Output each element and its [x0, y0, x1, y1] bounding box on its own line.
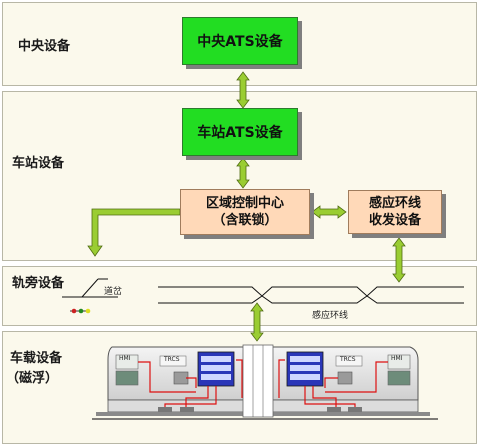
- left-unit-label: TRCS: [164, 356, 180, 363]
- zone-turnout-link-arrow: [87, 208, 181, 257]
- zone-control-label: 区域控制中心: [205, 196, 284, 211]
- zone-control-center-box[interactable]: 区域控制中心 （含联锁）: [180, 189, 310, 235]
- central-section-label: 中央设备: [18, 39, 71, 54]
- turnout-label: 道岔: [104, 287, 123, 297]
- turnout-symbol: [62, 278, 118, 298]
- loop-transceiver-box[interactable]: 感应环线 收发设备: [348, 190, 442, 234]
- loop-transceiver-label: 感应环线: [368, 196, 421, 211]
- left-cab-label: HMI: [119, 355, 131, 362]
- central-station-link-arrow: [236, 71, 250, 109]
- station-ats-box[interactable]: 车站ATS设备: [182, 108, 298, 156]
- station-zone-link-arrow: [236, 157, 250, 189]
- station-section-label: 车站设备: [12, 156, 65, 171]
- maglev-vehicle-drawing: [92, 344, 438, 420]
- signal-light-icon: [70, 308, 91, 314]
- vehicle-section-label: 车载设备: [10, 351, 63, 366]
- loop-transceiver-sublabel: 收发设备: [368, 213, 421, 228]
- zone-control-sublabel: （含联锁）: [212, 213, 278, 228]
- track-vehicle-link-arrow: [250, 302, 264, 342]
- station-ats-label: 车站ATS设备: [197, 125, 283, 141]
- induction-loop-label: 感应环线: [312, 311, 349, 321]
- right-cab-label: HMI: [391, 355, 403, 362]
- trackside-section-label: 轨旁设备: [12, 276, 65, 291]
- induction-loop-lines: [158, 286, 464, 304]
- right-unit-label: TRCS: [340, 356, 356, 363]
- loop-track-link-arrow: [392, 237, 406, 283]
- central-ats-label: 中央ATS设备: [197, 34, 283, 50]
- vehicle-section-sublabel: （磁浮）: [6, 371, 59, 386]
- zone-loop-link-arrow: [311, 205, 347, 219]
- central-ats-box[interactable]: 中央ATS设备: [182, 17, 298, 65]
